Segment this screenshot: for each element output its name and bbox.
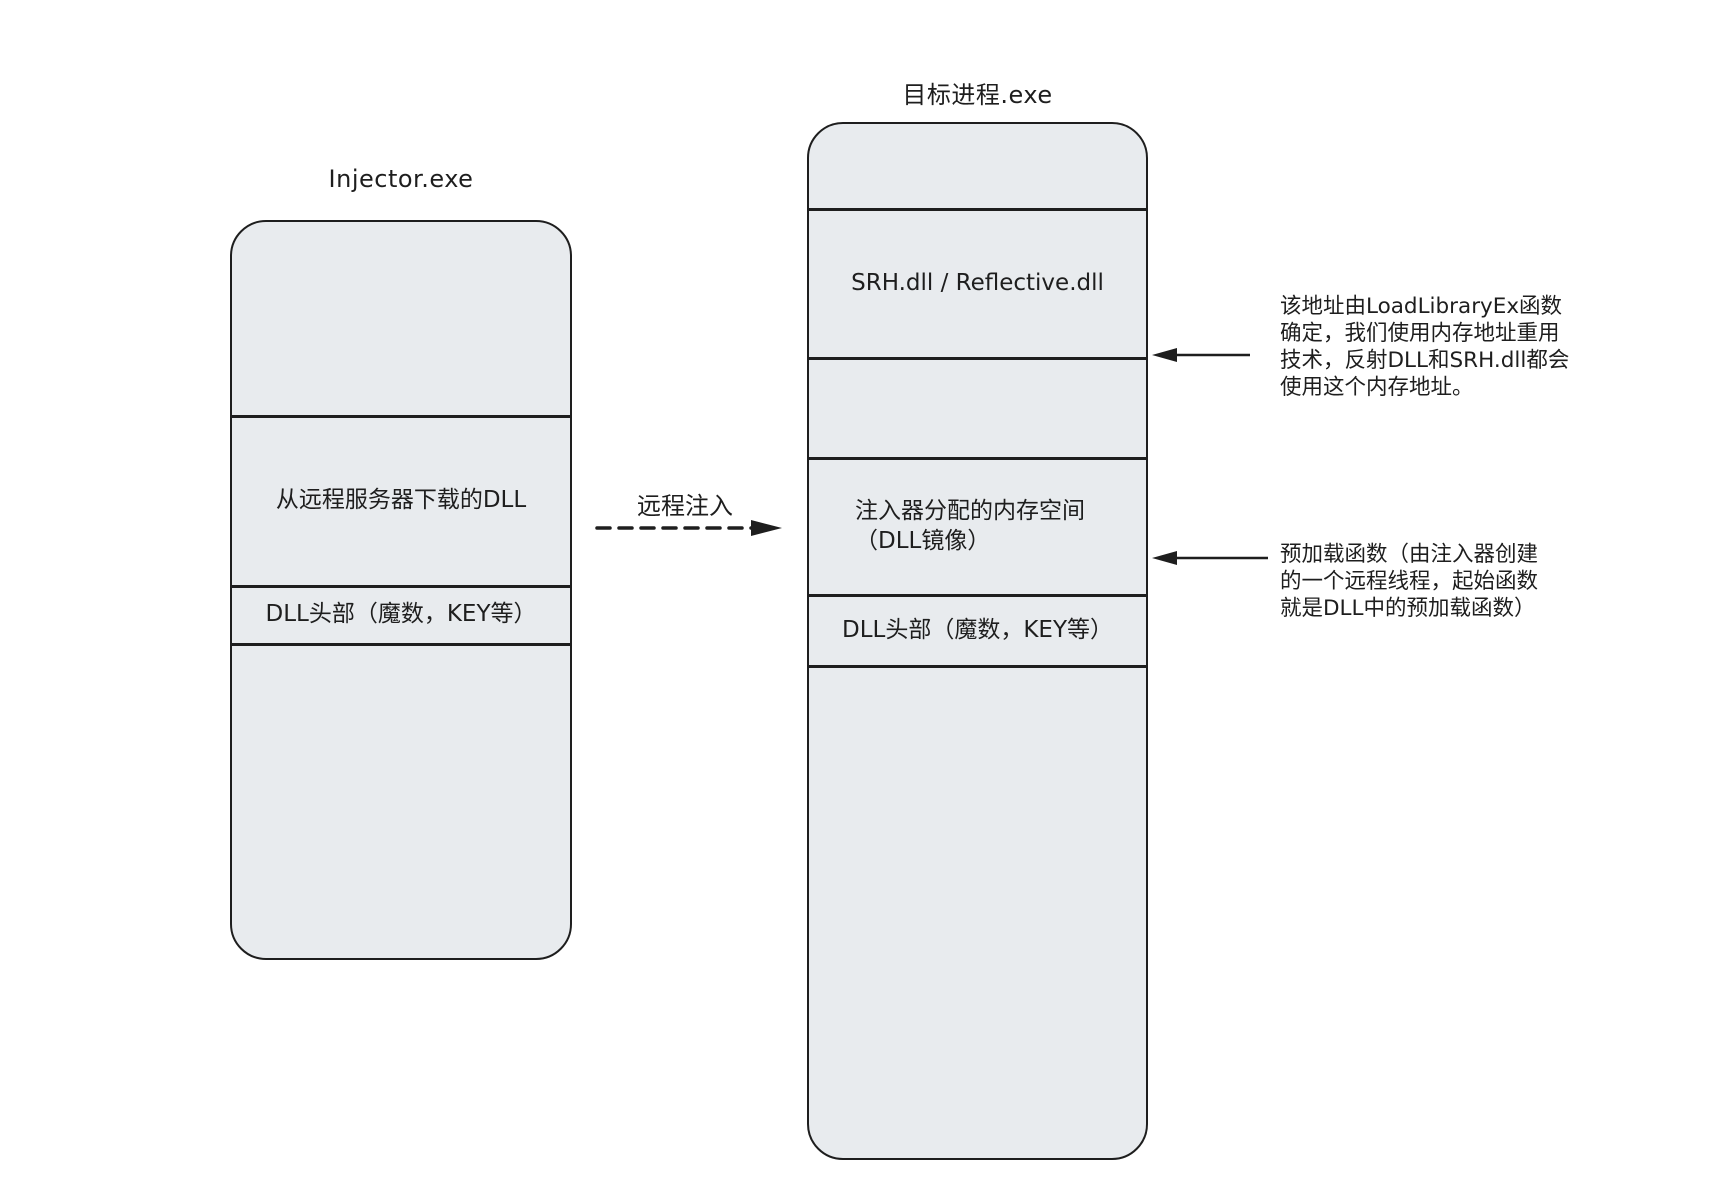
preload-note-text: 预加载函数（由注入器创建 的一个远程线程，起始函数 就是DLL中的预加载函数）: [1280, 542, 1539, 621]
injector-divider-2: [232, 585, 570, 588]
target-process-title: 目标进程.exe: [902, 81, 1053, 109]
injector-divider-1: [232, 415, 570, 418]
injector-title: Injector.exe: [328, 165, 474, 193]
address-note-arrow-icon: [1152, 348, 1250, 362]
injector-divider-3: [232, 643, 570, 646]
injector-section-downloaded-dll: 从远程服务器下载的DLL: [275, 487, 527, 513]
injector-memory-box: 从远程服务器下载的DLL DLL头部（魔数，KEY等）: [230, 220, 572, 960]
preload-note-arrow-icon: [1152, 551, 1268, 565]
injector-section-dll-header: DLL头部（魔数，KEY等）: [265, 601, 537, 627]
address-note-text: 该地址由LoadLibraryEx函数 确定，我们使用内存地址重用 技术，反射D…: [1280, 294, 1570, 400]
remote-inject-arrow-icon: [595, 520, 782, 536]
target-divider-2: [809, 357, 1146, 360]
target-section-srh-reflective: SRH.dll / Reflective.dll: [851, 269, 1104, 296]
remote-inject-label: 远程注入: [637, 492, 733, 520]
target-divider-3: [809, 457, 1146, 460]
target-section-allocated-memory: 注入器分配的内存空间 （DLL镜像）: [855, 497, 1085, 554]
target-divider-5: [809, 665, 1146, 668]
target-divider-1: [809, 208, 1146, 211]
target-divider-4: [809, 594, 1146, 597]
target-section-dll-header: DLL头部（魔数，KEY等）: [841, 616, 1113, 643]
target-memory-box: SRH.dll / Reflective.dll 注入器分配的内存空间 （DLL…: [807, 122, 1148, 1160]
